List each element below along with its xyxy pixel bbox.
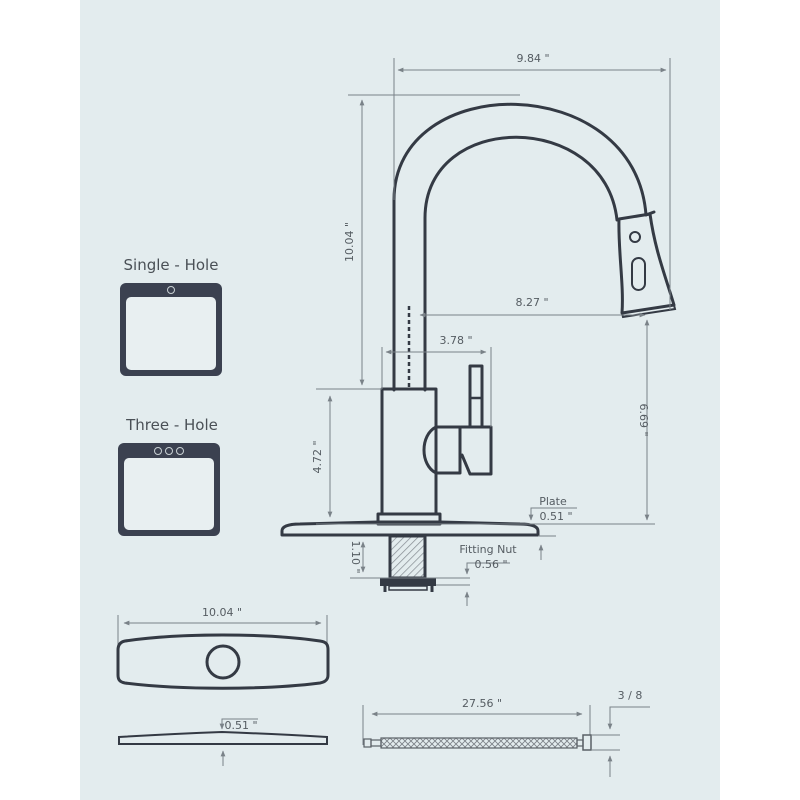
sink-three-hole: Three - Hole: [118, 416, 220, 536]
fitting-nut-label: Fitting Nut: [459, 543, 517, 556]
mounting-shank: [388, 534, 427, 580]
faucet-body: [380, 387, 438, 516]
plate-label: Plate: [539, 495, 567, 508]
hose-end-fitting-left: [363, 738, 372, 748]
supply-hose: 27.56 " 3 / 8: [362, 689, 650, 777]
shank-length-label: 1.10 ": [349, 540, 362, 573]
diagram-background: [80, 0, 720, 800]
deck-plate-top-view: 10.04 ": [116, 606, 330, 690]
plate-thickness-label: 0.51 ": [539, 510, 572, 523]
body-height-label: 4.72 ": [311, 440, 324, 473]
spray-toggle-icon: [631, 257, 646, 291]
spout-height-label: 10.04 ": [343, 222, 356, 262]
spray-button-icon: [629, 231, 641, 243]
sink-single-hole: Single - Hole: [120, 256, 222, 376]
hose-nut-right: [582, 734, 592, 751]
lever-handle: [422, 364, 493, 476]
overall-reach-label: 9.84 ": [516, 52, 549, 65]
deck-plate-thickness-label: 0.51 ": [224, 719, 257, 732]
connector-size-label: 3 / 8: [618, 689, 643, 702]
faucet-hole-icon: [167, 286, 175, 294]
hose-length-label: 27.56 ": [462, 697, 502, 710]
spray-head: [617, 212, 677, 319]
faucet-hole-icon: [165, 447, 173, 455]
spout-clearance-label: 6.69 ": [637, 403, 650, 436]
deck-plate-width-label: 10.04 ": [202, 606, 242, 619]
deck-plate-side-view: 0.51 ": [118, 718, 328, 766]
braided-hose: [380, 737, 578, 749]
fitting-nut: [380, 578, 436, 586]
spout-reach-label: 8.27 ": [515, 296, 548, 309]
faucet-hole-icon: [154, 447, 162, 455]
three-hole-label: Three - Hole: [125, 416, 218, 434]
spout-outer-outline: [392, 102, 656, 392]
faucet-hole-icon: [176, 447, 184, 455]
single-hole-label: Single - Hole: [124, 256, 219, 274]
spout-inner-outline: [423, 135, 619, 392]
handle-width-label: 3.78 ": [439, 334, 472, 347]
fitting-nut-thickness-label: 0.56 ": [474, 558, 507, 571]
faucet-dimension-lines: [316, 58, 671, 606]
faucet-side-view: [280, 102, 677, 592]
